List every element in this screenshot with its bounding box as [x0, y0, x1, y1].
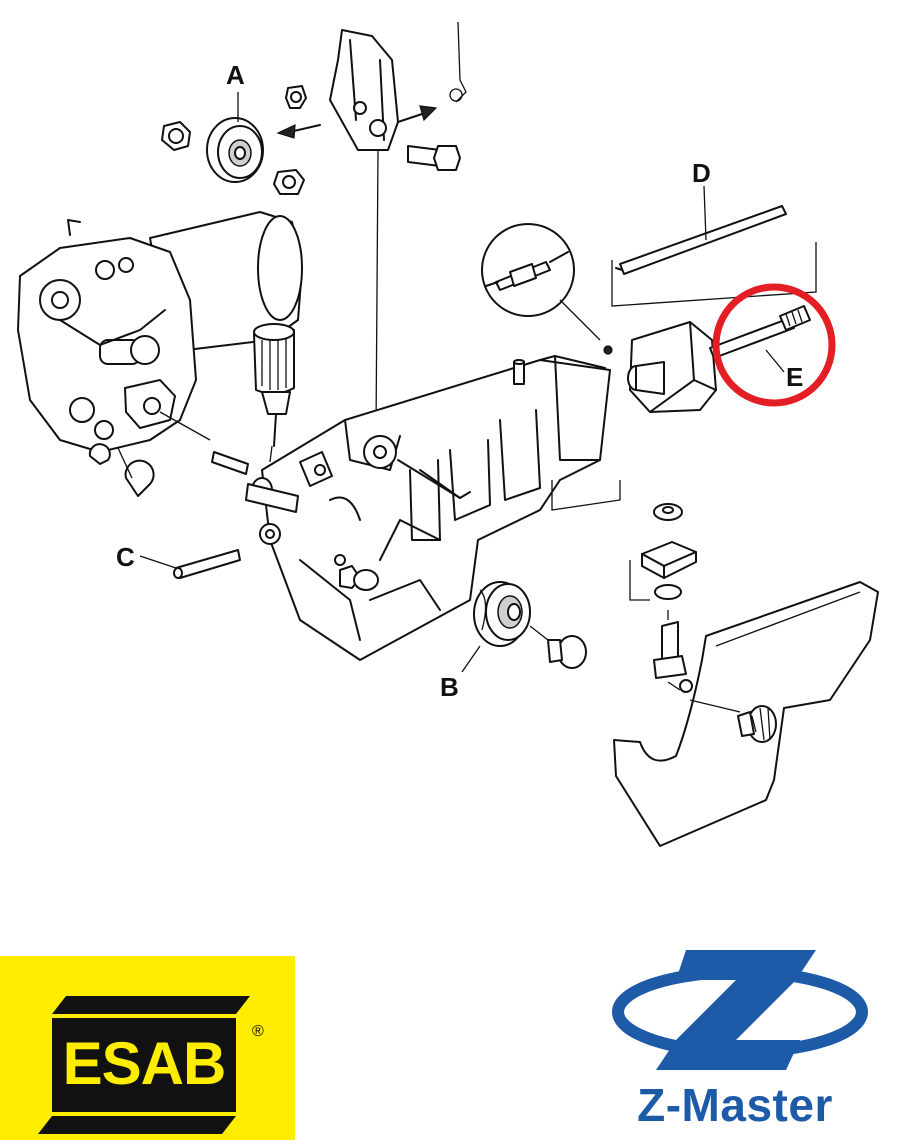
esab-logo: ESAB ®	[38, 996, 264, 1134]
feed-roller-b: B	[440, 581, 587, 702]
lever-bracket-assembly	[276, 21, 467, 431]
registered-mark: ®	[252, 1023, 264, 1040]
label-e: E	[786, 362, 803, 392]
rod-d: D	[611, 158, 817, 307]
bearing-assembly-a: A	[161, 60, 305, 195]
label-c: C	[116, 542, 135, 572]
zmaster-wordmark: Z-Master	[637, 1079, 833, 1131]
motor-gearbox	[17, 211, 303, 497]
inset-detail	[481, 223, 613, 355]
zmaster-logo: Z-Master	[600, 940, 880, 1140]
pressure-knob	[253, 323, 295, 463]
label-b: B	[440, 672, 459, 702]
clamp-stack	[551, 480, 697, 693]
zmaster-emblem-icon	[612, 950, 868, 1070]
esab-logo-panel: ESAB ®	[0, 956, 295, 1140]
wire-guide-e: E	[709, 283, 836, 407]
inlet-nut	[627, 321, 717, 413]
pin-c: C	[116, 542, 241, 579]
label-a: A	[226, 60, 245, 90]
esab-wordmark: ESAB	[63, 1030, 226, 1097]
side-cover	[613, 581, 879, 847]
highlight-circle	[712, 283, 836, 407]
exploded-parts-diagram: A	[17, 21, 879, 847]
main-housing	[211, 355, 611, 661]
label-d: D	[692, 158, 711, 188]
